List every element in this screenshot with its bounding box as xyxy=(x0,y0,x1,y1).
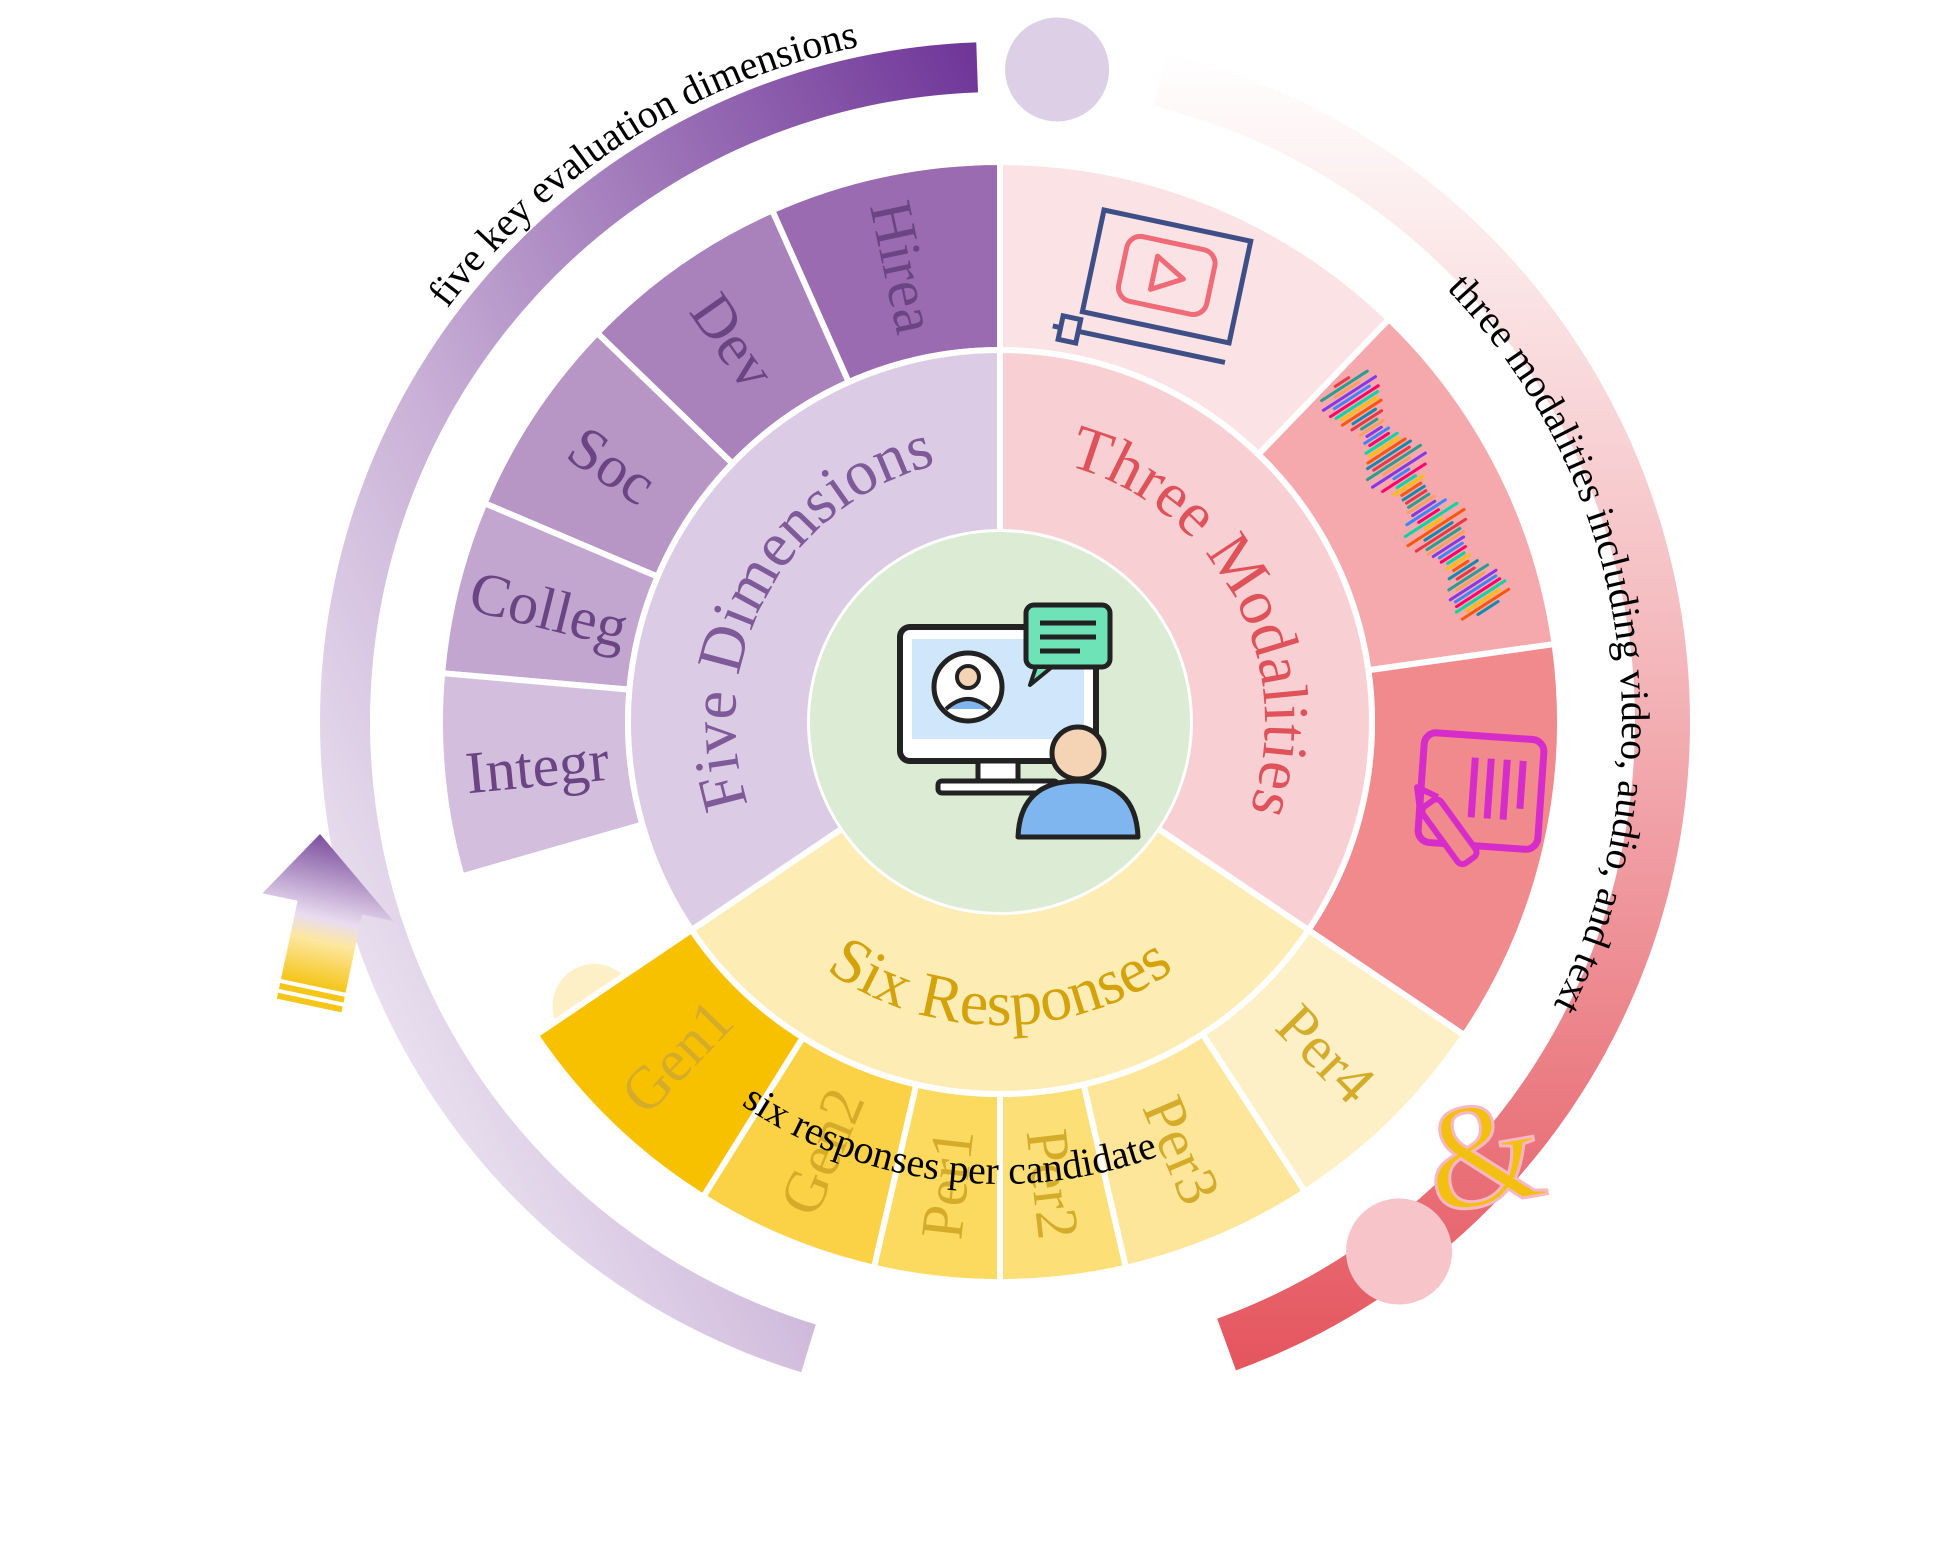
video-interview-icon xyxy=(897,602,1141,840)
response-label: Per1 xyxy=(908,1126,986,1243)
dimensions-band-cap xyxy=(1005,17,1110,122)
response-label: Per2 xyxy=(1014,1126,1092,1243)
dimension-label: Integr xyxy=(463,727,612,806)
ampersand-decoration: & xyxy=(1412,1062,1556,1246)
video-player-icon xyxy=(1052,207,1254,365)
audio-waveform-icon xyxy=(1320,369,1511,621)
modalities-band-cap xyxy=(1346,1198,1453,1305)
modalities-band xyxy=(1153,52,1691,1371)
up-arrow-icon xyxy=(262,834,394,1013)
text-document-icon xyxy=(1414,729,1548,868)
